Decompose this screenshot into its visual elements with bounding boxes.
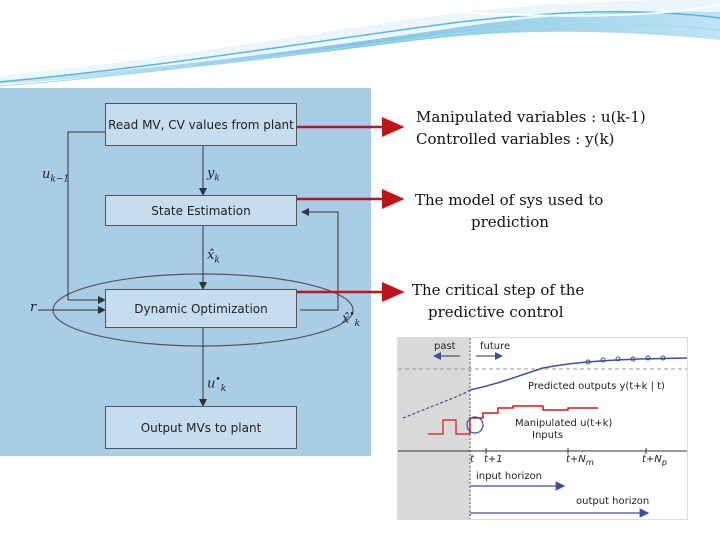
t-tick-label: t bbox=[470, 454, 474, 465]
state-estimation-block: State Estimation bbox=[105, 195, 297, 226]
x-star-symbol: x̂•k bbox=[342, 310, 361, 329]
diagram-connectors bbox=[38, 131, 354, 407]
note-manipulated-variables: Manipulated variables : u(k-1) bbox=[416, 108, 646, 126]
u-star-symbol: u•k bbox=[207, 375, 227, 394]
past-region bbox=[398, 338, 470, 519]
current-input-circle bbox=[466, 416, 484, 434]
past-output-line bbox=[402, 389, 471, 419]
block-diagram: Read MV, CV values from plant State Esti… bbox=[0, 88, 371, 456]
note-model-line1: The model of sys used to bbox=[415, 191, 604, 209]
output-mvs-label: Output MVs to plant bbox=[140, 420, 262, 435]
read-values-block: Read MV, CV values from plant bbox=[105, 103, 297, 146]
note-model: The model of sys used to prediction bbox=[415, 189, 635, 233]
output-mvs-block: Output MVs to plant bbox=[105, 406, 297, 449]
y-k-symbol: yk bbox=[207, 166, 220, 184]
past-label: past bbox=[434, 341, 456, 352]
t1-tick-label: t+1 bbox=[484, 454, 503, 465]
x-hat-symbol: x̂k bbox=[207, 248, 220, 266]
read-values-label: Read MV, CV values from plant bbox=[108, 117, 294, 132]
input-horizon-label: input horizon bbox=[476, 471, 542, 482]
note-variables: Manipulated variables : u(k-1) Controlle… bbox=[416, 106, 646, 150]
predicted-outputs-label: Predicted outputs y(t+k | t) bbox=[528, 381, 665, 392]
mpc-horizon-graphic bbox=[398, 338, 687, 519]
header-wave-decoration bbox=[0, 0, 720, 87]
inputs-label: Inputs bbox=[532, 430, 564, 441]
output-horizon-label: output horizon bbox=[576, 496, 650, 507]
tnp-tick-label: t+Np bbox=[642, 454, 668, 467]
manipulated-label: Manipulated u(t+k) bbox=[515, 418, 613, 429]
u-prev-symbol: uk−1 bbox=[42, 167, 70, 185]
past-input-line bbox=[428, 419, 470, 435]
note-critical-step: The critical step of the predictive cont… bbox=[412, 279, 632, 323]
tnm-tick-label: t+Nm bbox=[566, 454, 594, 467]
future-label: future bbox=[480, 341, 511, 352]
state-estimation-label: State Estimation bbox=[151, 203, 251, 218]
note-controlled-variables: Controlled variables : y(k) bbox=[416, 130, 615, 148]
note-model-line2: prediction bbox=[471, 213, 549, 231]
note-critical-line2: predictive control bbox=[428, 303, 564, 321]
mpc-horizon-figure: past future Predicted outputs y(t+k | t)… bbox=[397, 337, 688, 520]
note-critical-line1: The critical step of the bbox=[412, 281, 585, 299]
r-symbol: r bbox=[30, 300, 37, 315]
dynamic-optimization-block: Dynamic Optimization bbox=[105, 289, 297, 328]
dynamic-optimization-label: Dynamic Optimization bbox=[134, 301, 268, 316]
future-input-line bbox=[469, 405, 598, 434]
